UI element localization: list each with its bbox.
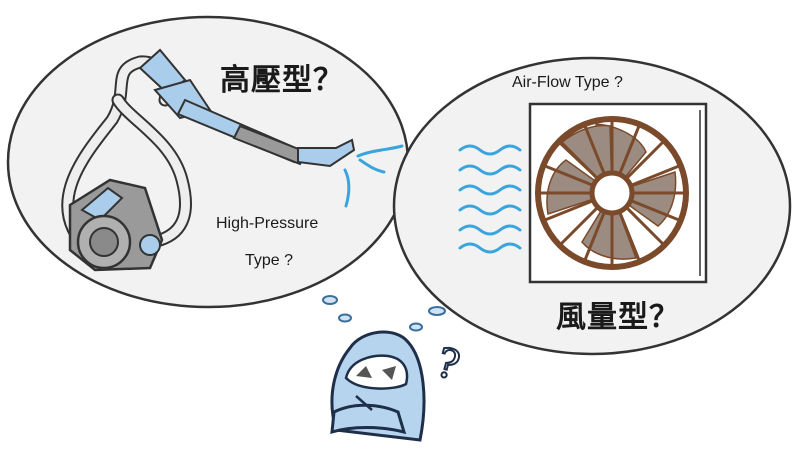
air-flow-title: 風量型？ bbox=[556, 300, 680, 335]
box-fan-icon bbox=[528, 102, 708, 284]
canister-vacuum-cleaner-icon bbox=[61, 48, 356, 272]
worker-in-hazmat-suit-icon bbox=[330, 330, 426, 442]
wind-waves-icon bbox=[458, 144, 522, 254]
high-pressure-caption-line2: Type ? bbox=[245, 252, 294, 269]
air-spray-icon bbox=[343, 144, 404, 208]
high-pressure-caption-line1: High-Pressure bbox=[216, 215, 319, 232]
high-pressure-title: 高壓型？ bbox=[220, 63, 344, 98]
question-mark-icon: ? bbox=[432, 340, 465, 390]
thought-dots bbox=[322, 295, 446, 332]
air-flow-caption: Air-Flow Type ? bbox=[512, 74, 623, 91]
left-thought-bubble bbox=[6, 15, 410, 309]
